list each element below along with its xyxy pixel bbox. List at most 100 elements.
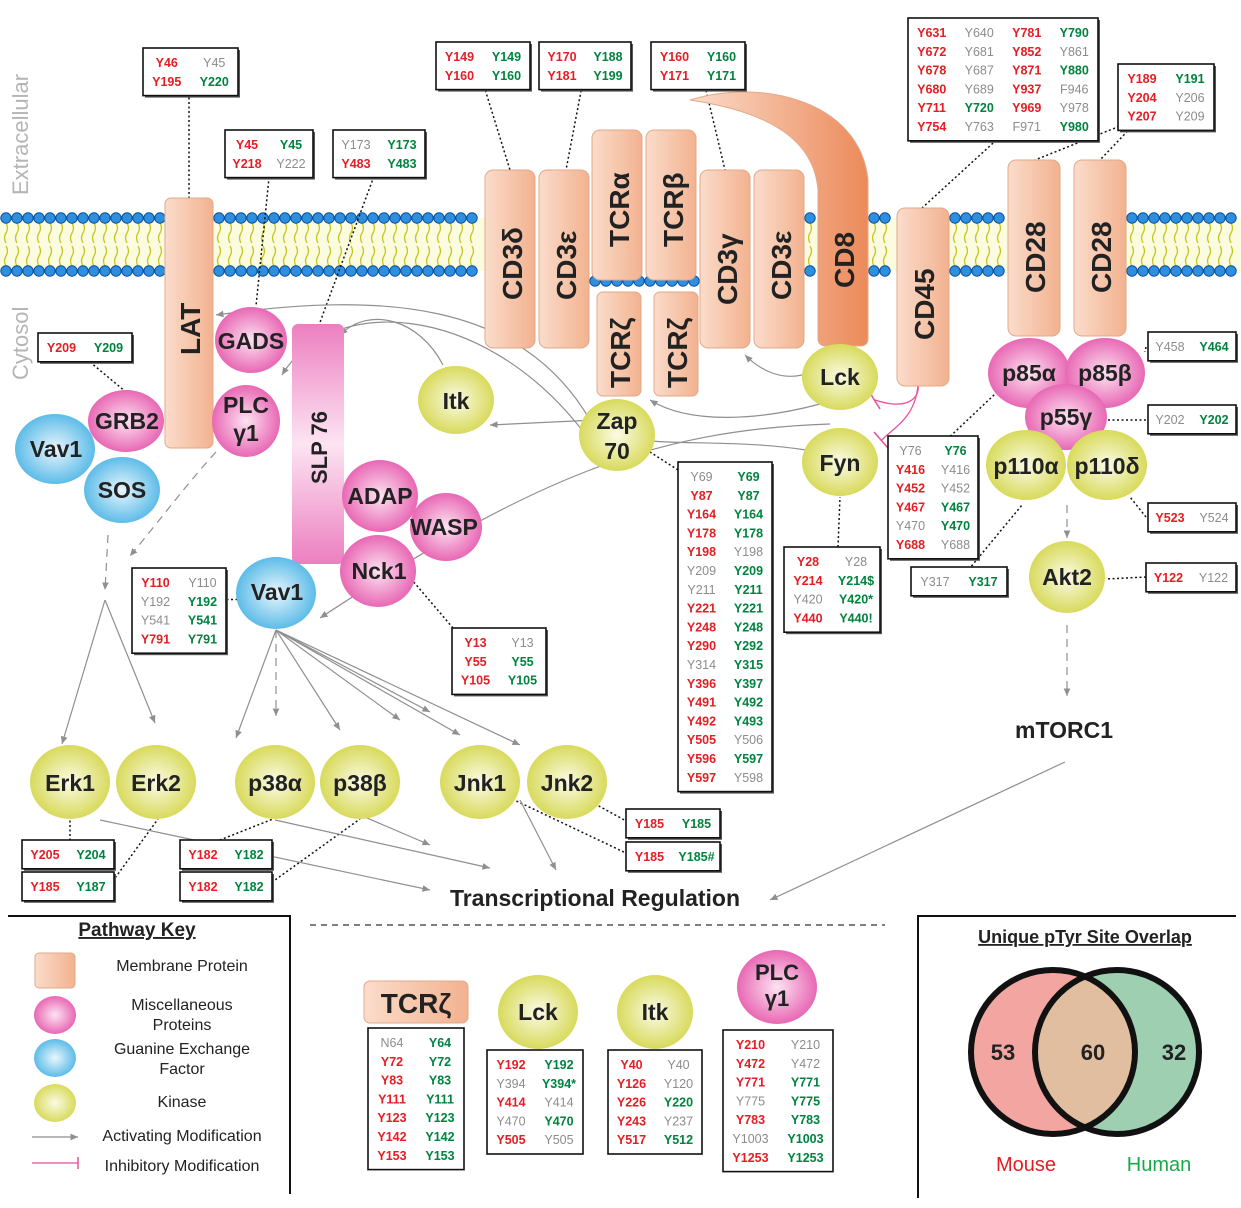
tcrz-detail-label: TCRζ bbox=[381, 988, 452, 1019]
membrane-lipid-tail bbox=[403, 245, 409, 267]
membrane-lipid-head bbox=[99, 212, 111, 224]
membrane-lipid-tail bbox=[249, 222, 255, 244]
site-label: Y290 bbox=[687, 639, 716, 653]
p110a-site-leader bbox=[959, 504, 1023, 581]
sos-node bbox=[84, 457, 160, 523]
venn-human-count: 32 bbox=[1162, 1040, 1186, 1065]
site-label: Y687 bbox=[965, 64, 994, 78]
membrane-lipid-head bbox=[246, 212, 258, 224]
mtorc1-to-transcription-arrow bbox=[769, 761, 1066, 901]
site-label: Y207 bbox=[1127, 110, 1156, 124]
membrane-lipid-head bbox=[1225, 212, 1237, 224]
membrane-lipid-head bbox=[982, 212, 994, 224]
site-table-frame bbox=[677, 461, 773, 793]
zap70-site-leader bbox=[649, 451, 679, 471]
grb2-site-leader bbox=[89, 361, 127, 393]
membrane-lipid-tail bbox=[1162, 222, 1168, 244]
grb2-node bbox=[88, 390, 164, 452]
site-label: Y72 bbox=[381, 1055, 403, 1069]
membrane-lipid-head bbox=[378, 212, 390, 224]
site-label: Y153 bbox=[425, 1149, 454, 1163]
site-label: Y205 bbox=[30, 848, 59, 862]
membrane-lipid-head bbox=[356, 265, 368, 277]
tcrz-protein-2 bbox=[653, 291, 699, 397]
membrane-lipid-tail bbox=[447, 245, 453, 267]
membrane-lipid-tail bbox=[1206, 222, 1212, 244]
key-kinase-swatch bbox=[34, 1084, 76, 1122]
site-label: Y248 bbox=[687, 620, 716, 634]
membrane-lipid-head bbox=[279, 212, 291, 224]
site-label: Y198 bbox=[734, 545, 763, 559]
site-table-frame bbox=[435, 41, 531, 91]
cd28-protein-1 bbox=[1007, 159, 1061, 337]
site-label: Y46 bbox=[156, 56, 178, 70]
membrane-lipid-head bbox=[1214, 212, 1226, 224]
site-label: Y491 bbox=[687, 696, 716, 710]
site-label: Y414 bbox=[496, 1096, 525, 1110]
p55g-node bbox=[1025, 384, 1107, 450]
site-label: Y470 bbox=[544, 1114, 573, 1128]
membrane-lipid-tail bbox=[458, 222, 464, 244]
site-label: Y472 bbox=[791, 1057, 820, 1071]
erk1-label: Erk1 bbox=[45, 770, 95, 796]
membrane-lipid-head bbox=[971, 212, 983, 224]
adap-label: ADAP bbox=[347, 483, 412, 509]
site-label: Y123 bbox=[425, 1111, 454, 1125]
membrane-lipid-tail bbox=[996, 222, 1002, 244]
venn-overlap-region bbox=[1034, 976, 1135, 1128]
site-label: Y173 bbox=[387, 138, 416, 152]
p38b-site-leader bbox=[267, 818, 361, 886]
membrane-lipid-tail bbox=[1228, 245, 1234, 267]
membrane-lipid-head bbox=[290, 212, 302, 224]
site-label: Y153 bbox=[377, 1149, 406, 1163]
membrane-lipid-tail bbox=[414, 222, 420, 244]
site-label: Y120 bbox=[664, 1077, 693, 1091]
site-label: Y170 bbox=[547, 50, 576, 64]
membrane-lipid-tail bbox=[3, 222, 9, 244]
vav1-to-jnk-arrow-c bbox=[275, 629, 461, 736]
p85b-site-leader bbox=[1144, 346, 1147, 353]
site-label: Y40 bbox=[667, 1058, 689, 1072]
membrane-lipid-head bbox=[334, 265, 346, 277]
cd3e-site-leader bbox=[565, 85, 583, 171]
membrane-lipid-tail bbox=[80, 245, 86, 267]
erk2-node bbox=[116, 745, 196, 819]
site-label: Y226 bbox=[617, 1096, 646, 1110]
cd45-label: CD45 bbox=[909, 268, 940, 340]
membrane-lipid-tail bbox=[469, 245, 475, 267]
venn-mouse-label: Mouse bbox=[996, 1154, 1056, 1176]
membrane-lipid-tail bbox=[425, 245, 431, 267]
membrane-lipid-head bbox=[444, 265, 456, 277]
membrane-lipid-tail bbox=[1151, 222, 1157, 244]
p55g-label: p55γ bbox=[1040, 404, 1093, 430]
membrane-lipid-tail bbox=[91, 245, 97, 267]
cd8-label: CD8 bbox=[829, 232, 860, 288]
site-label: Y76 bbox=[944, 444, 966, 458]
p38a-label: p38α bbox=[248, 770, 302, 796]
site-label: Y211 bbox=[687, 583, 715, 597]
nck1-node bbox=[340, 535, 416, 607]
site-label: Y781 bbox=[1012, 26, 1041, 40]
membrane-lipid-head bbox=[356, 212, 368, 224]
site-label: Y40 bbox=[620, 1058, 642, 1072]
p38b-node bbox=[320, 745, 400, 819]
site-label: F971 bbox=[1013, 120, 1042, 134]
site-label: Y214$ bbox=[838, 574, 874, 588]
site-label: Y541 bbox=[188, 614, 217, 628]
site-label: Y314 bbox=[687, 658, 716, 672]
fyn-to-zap70-arrow bbox=[639, 437, 807, 451]
lck-to-cd3-arrow bbox=[744, 354, 803, 377]
site-label: Y192 bbox=[544, 1058, 573, 1072]
vav1-node bbox=[236, 557, 316, 629]
membrane-lipid-head bbox=[334, 212, 346, 224]
membrane-proteins: LAT CD3δ CD3ε TCRα TCRβ TCRζ TCRζ CD3γ C… bbox=[164, 91, 1127, 449]
membrane-lipid-head bbox=[121, 265, 133, 277]
membrane-lipid-tail bbox=[1184, 222, 1190, 244]
membrane-lipid-tail bbox=[370, 222, 376, 244]
